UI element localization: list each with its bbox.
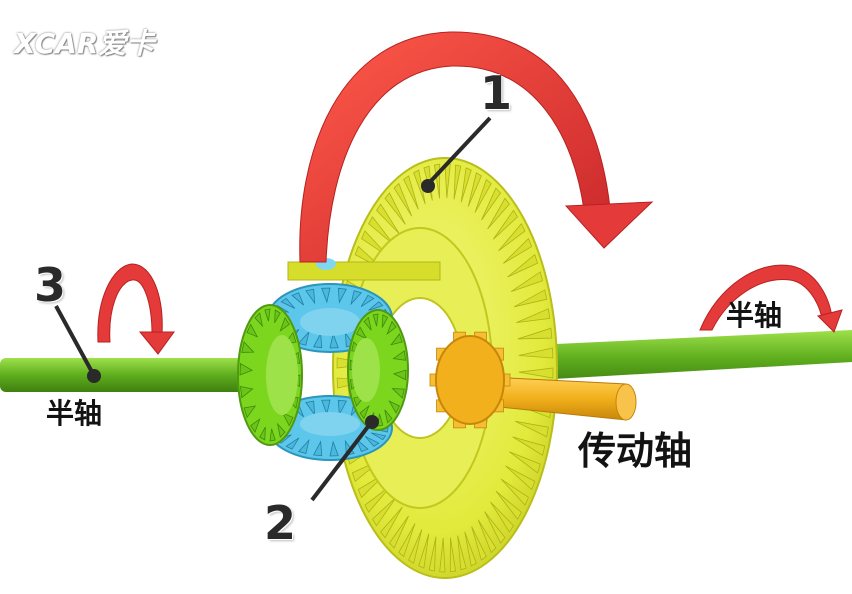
leader-line-2	[310, 422, 372, 502]
label-half-shaft-number: 3	[34, 258, 67, 312]
rotation-arrow-left-icon	[97, 263, 175, 355]
label-pinion-gear-number: 2	[264, 496, 297, 550]
rotation-arrow-right-icon	[699, 264, 843, 333]
leader-dot-2	[365, 415, 379, 429]
leader-dot-3	[87, 369, 101, 383]
side-gear-left-icon	[237, 304, 303, 446]
leader-line-3	[54, 305, 94, 373]
leader-line-1	[428, 116, 492, 184]
side-gear-right-icon	[347, 309, 409, 431]
half-shaft-left-icon	[0, 358, 300, 392]
label-half-shaft-right: 半轴	[726, 299, 783, 332]
leader-lines	[54, 116, 492, 502]
label-ring-gear-number: 1	[480, 66, 513, 120]
label-drive-shaft: 传动轴	[578, 429, 693, 473]
watermark-logo: XCAR爱卡	[14, 27, 155, 60]
drive-pinion-icon	[429, 331, 637, 429]
rotation-arrow-ring-icon	[299, 31, 654, 263]
leader-dot-1	[421, 179, 435, 193]
carrier-bar-icon	[287, 258, 441, 281]
label-half-shaft-left: 半轴	[46, 397, 103, 430]
